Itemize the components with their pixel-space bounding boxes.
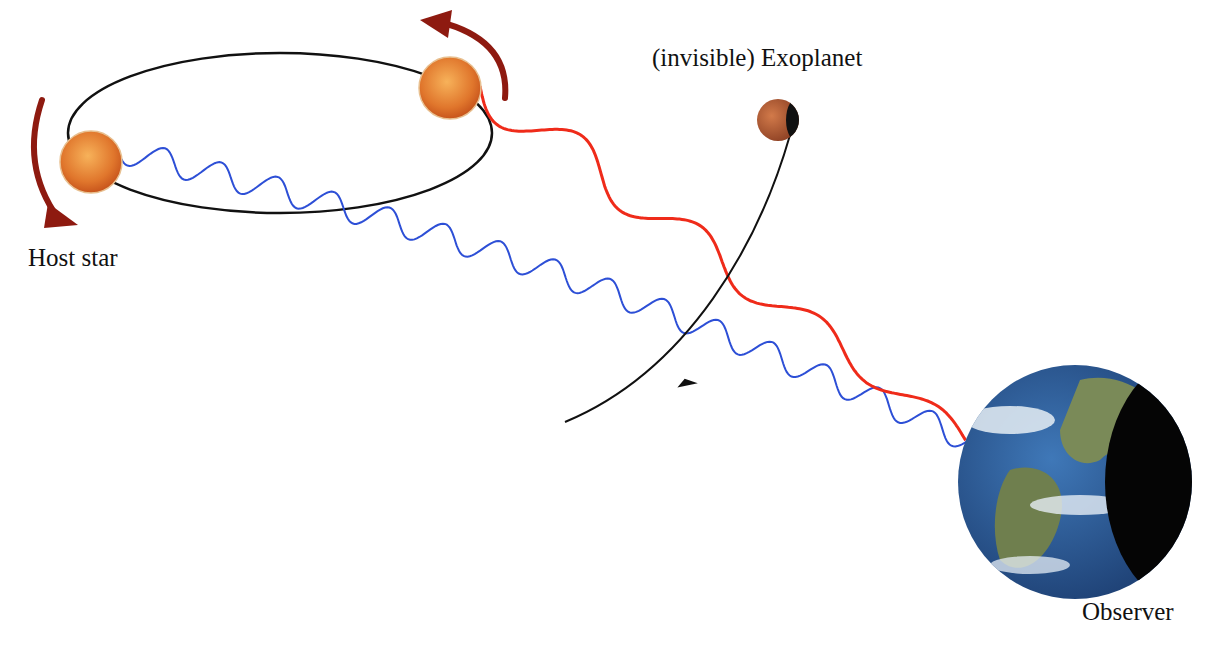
arrowhead <box>680 380 694 386</box>
night-side <box>1105 352 1214 612</box>
cloud <box>990 556 1070 574</box>
continent <box>995 467 1062 567</box>
arrowhead <box>420 10 452 38</box>
planet-shadow <box>786 96 814 144</box>
observer-label: Observer <box>1082 598 1174 626</box>
host-star <box>419 57 481 119</box>
blue-light-wave <box>118 148 968 447</box>
stellar-orbit <box>68 53 492 213</box>
motion-arrow <box>34 100 58 218</box>
cloud <box>965 406 1055 434</box>
planet-trajectory <box>565 135 790 422</box>
red-light-wave <box>480 86 966 440</box>
motion-arrow <box>440 22 505 98</box>
arrowhead <box>44 203 78 228</box>
star-label: Host star <box>28 244 118 272</box>
planet-label: (invisible) Exoplanet <box>652 44 862 72</box>
host-star <box>60 131 122 193</box>
